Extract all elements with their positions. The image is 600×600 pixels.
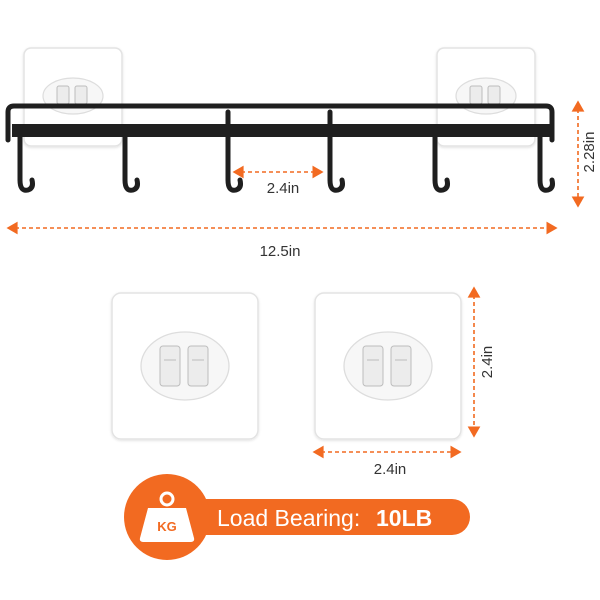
rack-length-label: 12.5in xyxy=(260,243,301,260)
weight-kg-icon: KG xyxy=(139,491,195,542)
dimension-rack-height: 2.28in xyxy=(571,100,598,208)
rack-frame xyxy=(5,103,555,193)
hook-spacing-label: 2.4in xyxy=(267,180,300,197)
adhesive-pad-large-left xyxy=(111,292,259,440)
dimension-pad-width: 2.4in xyxy=(312,445,462,478)
dimension-rack-length: 12.5in xyxy=(6,221,558,260)
dimension-hook-spacing: 2.4in xyxy=(232,165,324,197)
dimension-pad-height: 2.4in xyxy=(467,286,496,438)
hook-2 xyxy=(122,125,140,193)
hook-1 xyxy=(17,125,35,193)
rack-assembly xyxy=(5,47,555,193)
adhesive-pad-large-right xyxy=(314,292,462,440)
hook-6 xyxy=(537,125,555,193)
load-bearing-badge: KG Load Bearing: 10LB xyxy=(124,474,470,560)
load-bearing-value: 10LB xyxy=(376,505,432,531)
weight-icon-label: KG xyxy=(157,519,177,534)
rack-height-label: 2.28in xyxy=(581,132,598,173)
pad-height-label: 2.4in xyxy=(479,346,496,379)
pad-width-label: 2.4in xyxy=(374,461,407,478)
hook-4 xyxy=(327,109,345,193)
hook-5 xyxy=(432,125,450,193)
hook-3 xyxy=(225,109,243,193)
load-bearing-label: Load Bearing: xyxy=(217,505,360,531)
